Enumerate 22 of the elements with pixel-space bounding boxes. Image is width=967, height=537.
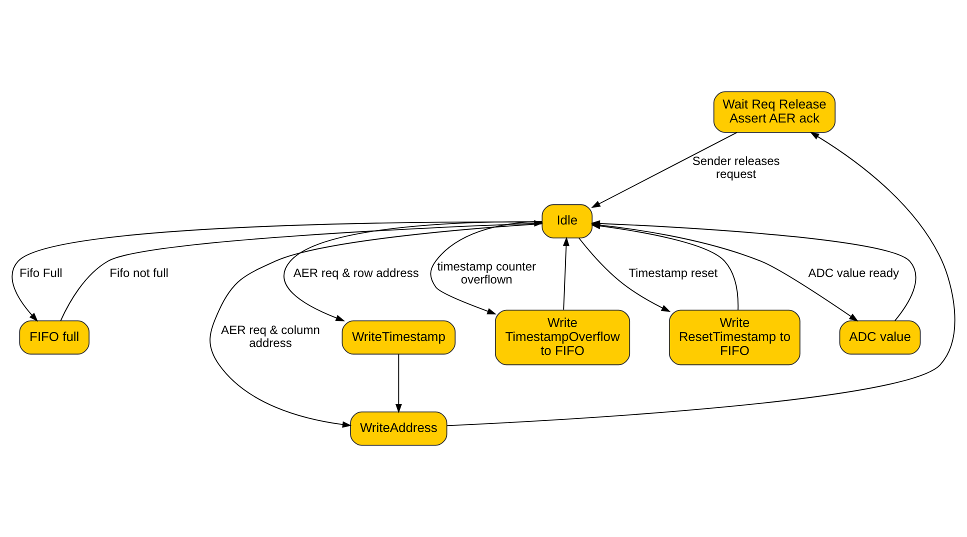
node-box: WriteAddress [350,412,448,446]
arrow [591,132,738,208]
node-box: ADC value [839,320,921,355]
edge-label: AER req & row address [293,266,419,280]
arrow [210,223,542,428]
node-box: Idle [542,204,593,238]
arrow [562,236,570,310]
edge-label: timestamp counter overflown [437,260,536,287]
edge-label: Fifo not full [110,266,168,280]
node-box: Wait Req Release Assert AER ack [713,91,836,133]
node-box: WriteTimestamp [342,320,456,355]
edge-label: ADC value ready [808,266,900,280]
arrow [395,354,402,414]
node-box: FIFO full [19,320,90,355]
edge-label: Fifo Full [20,266,62,280]
node-box: Write TimestampOverflow to FIFO [494,310,630,366]
edge-label: Timestamp reset [628,266,718,280]
node-box: Write ResetTimestamp to FIFO [668,310,800,366]
edge-label: Sender releases request [692,154,780,182]
arrow [446,132,956,426]
edge-label: AER req & column address [221,323,320,350]
arrow [578,238,671,312]
